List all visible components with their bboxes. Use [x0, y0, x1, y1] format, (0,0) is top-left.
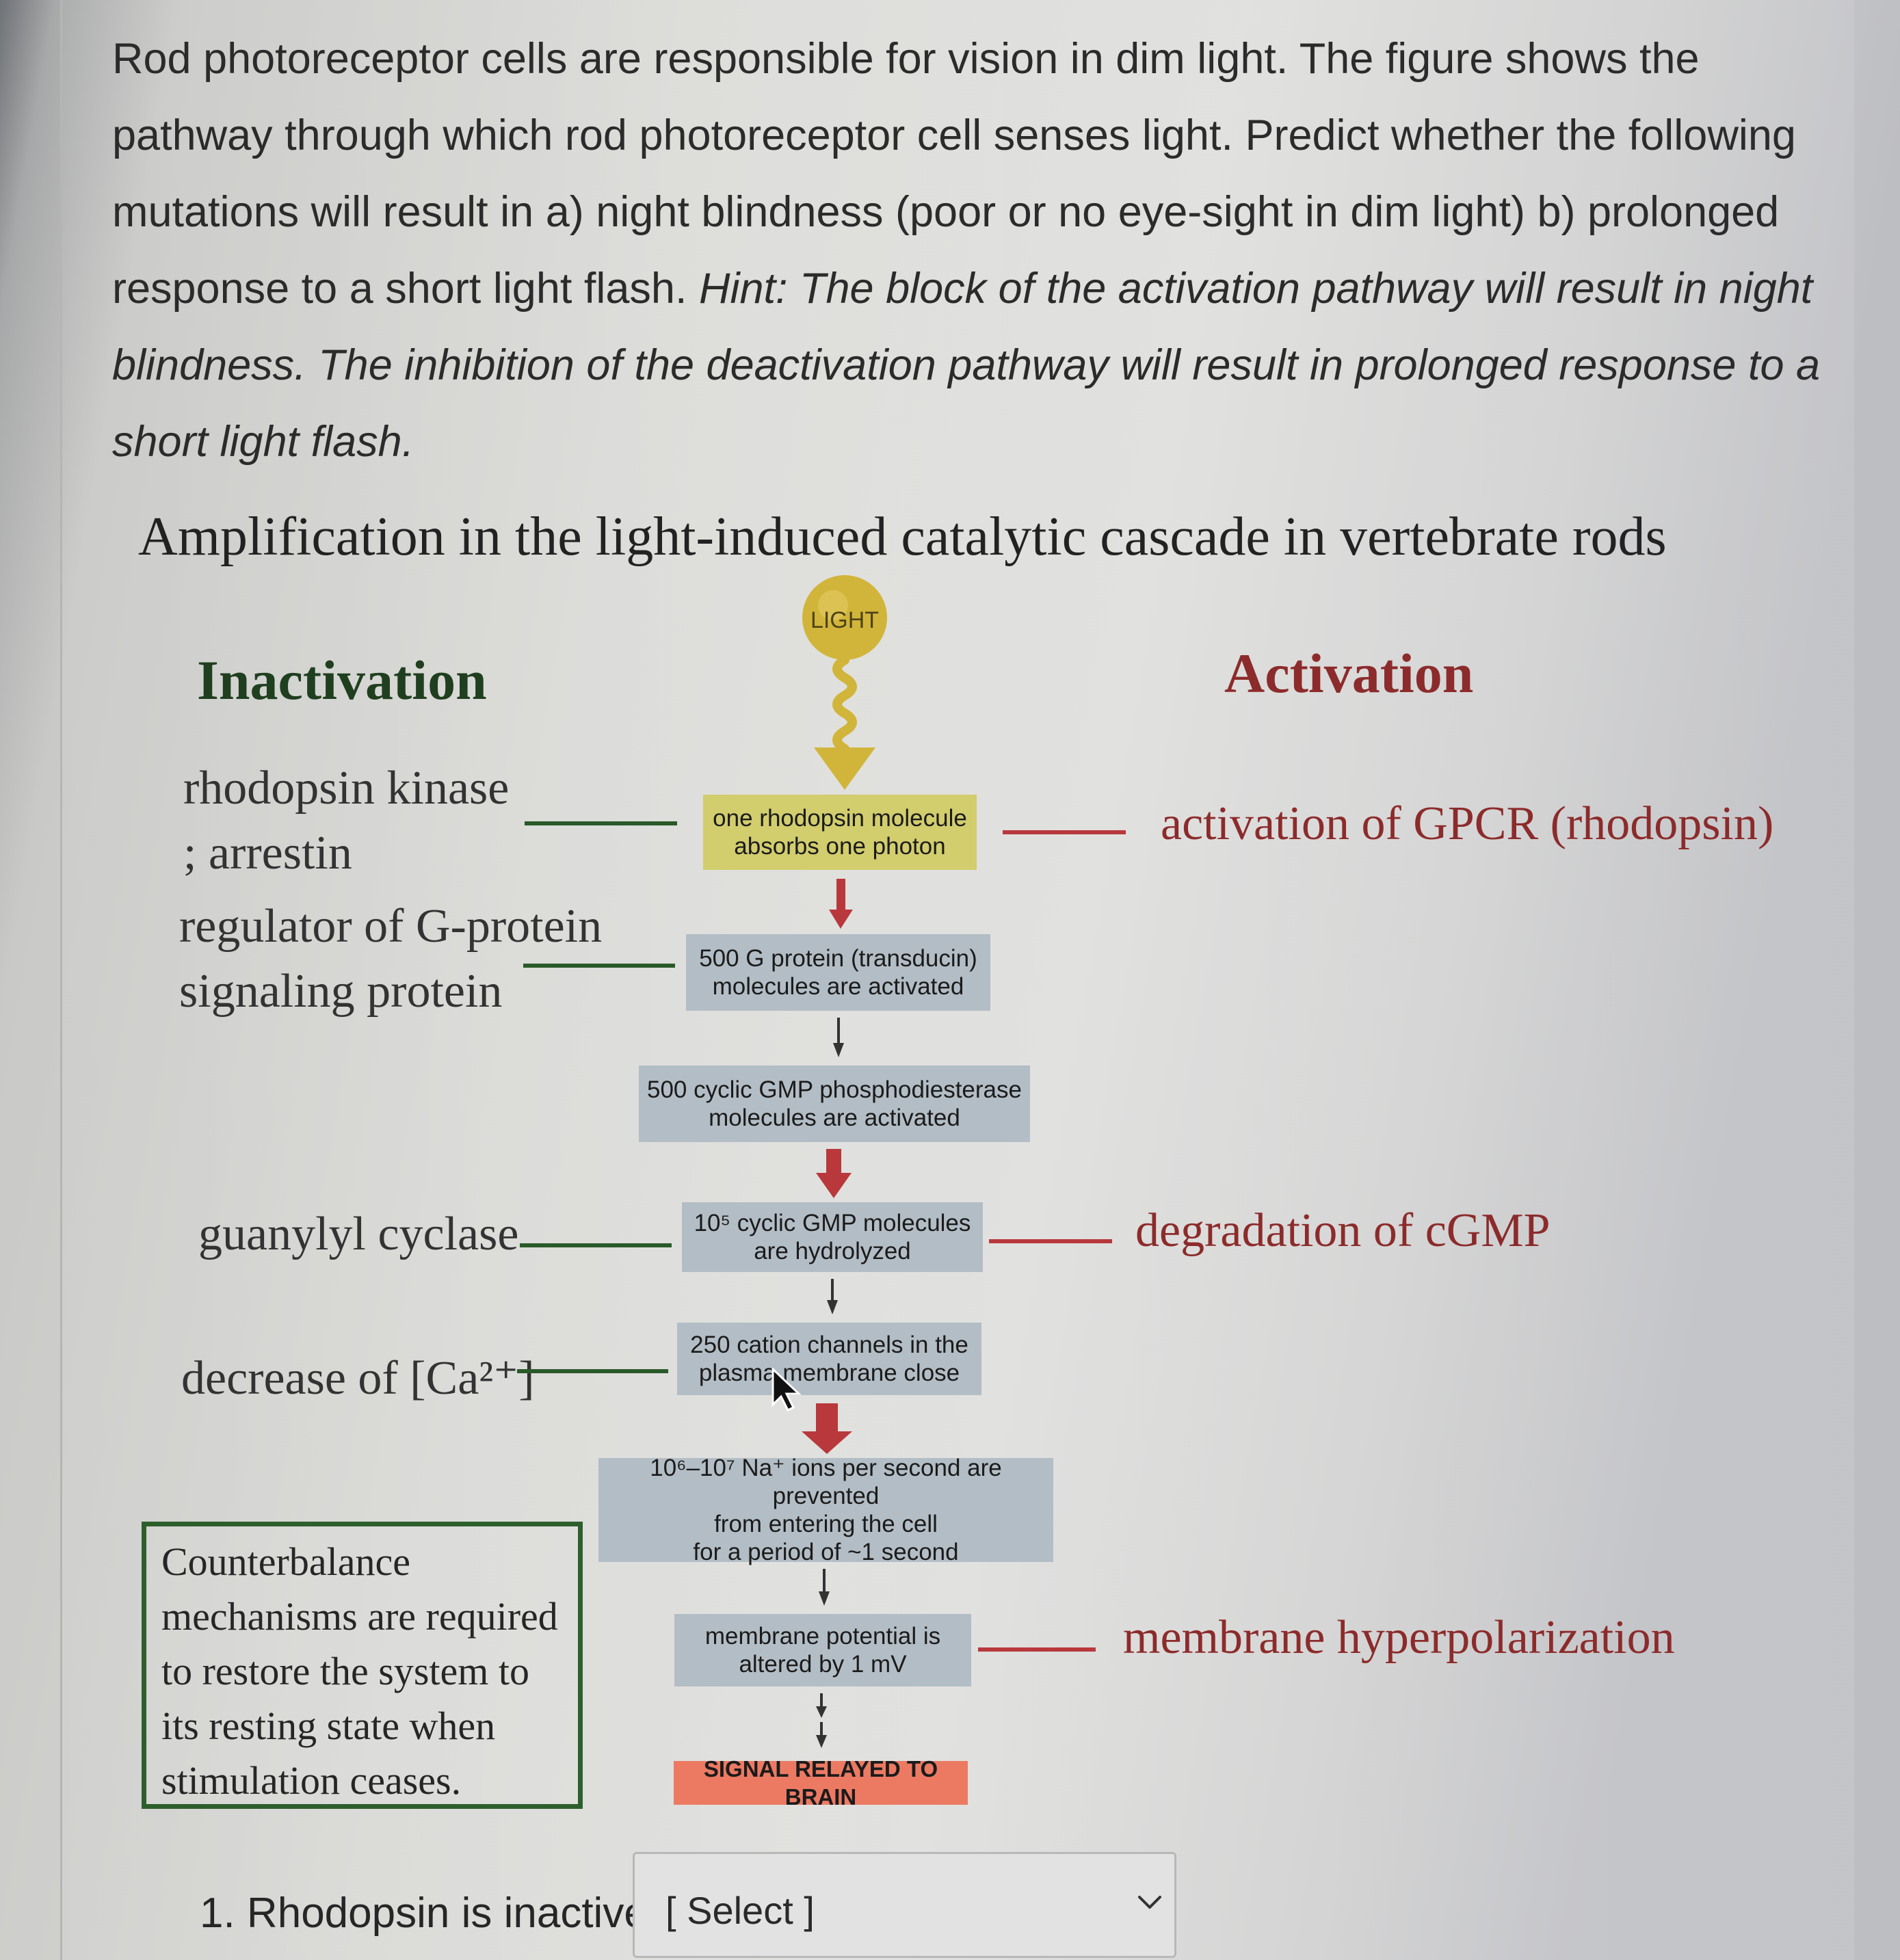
question-label: 1. Rhodopsin is inactive: [200, 1890, 648, 1937]
inactivation-label-rhodopsin-kinase-arrestin: rhodopsin kinase ; arrestin: [183, 762, 510, 879]
cascade-step-membrane-potential: membrane potential is altered by 1 mV: [674, 1614, 971, 1686]
figure-title: Amplification in the light-induced catal…: [138, 507, 1667, 567]
instructions-text: Rod photoreceptor cells are responsible …: [112, 35, 1796, 313]
light-photon-icon: LIGHT: [802, 575, 887, 790]
activation-heading: Activation: [1224, 642, 1474, 704]
question-instructions: Rod photoreceptor cells are responsible …: [112, 21, 1822, 480]
inactivation-label-calcium-decrease: decrease of [Ca²⁺]: [181, 1352, 535, 1405]
inactivation-connector-rhodopsin: [525, 821, 677, 825]
activation-label-hyperpolarization: membrane hyperpolarization: [1123, 1611, 1675, 1664]
light-label: LIGHT: [810, 607, 879, 633]
mouse-pointer-icon: [771, 1368, 802, 1412]
cascade-step-phosphodiesterase: 500 cyclic GMP phosphodiesterase molecul…: [639, 1065, 1030, 1142]
hint-text: Hint: The block of the activation pathwa…: [112, 265, 1821, 466]
inactivation-connector-g-protein: [523, 964, 675, 968]
inactivation-heading: Inactivation: [197, 649, 487, 711]
answer-select-value: [ Select ]: [665, 1889, 815, 1932]
cascade-step-rhodopsin: one rhodopsin molecule absorbs one photo…: [703, 795, 977, 870]
inactivation-label-guanylyl-cyclase: guanylyl cyclase: [198, 1208, 519, 1260]
cascade-step-cation-channels: 250 cation channels in the plasma membra…: [677, 1323, 981, 1395]
chevron-down-icon: [1138, 1896, 1161, 1909]
activation-connector-cgmp: [989, 1239, 1112, 1243]
cascade-step-cgmp: 10⁵ cyclic GMP molecules are hydrolyzed: [682, 1202, 983, 1272]
inactivation-connector-cgmp: [520, 1243, 672, 1247]
activation-label-gpcr: activation of GPCR (rhodopsin): [1161, 797, 1774, 850]
cascade-step-signal-to-brain: SIGNAL RELAYED TO BRAIN: [674, 1756, 968, 1810]
inactivation-label-rgs-protein: regulator of G-protein signaling protein: [179, 900, 603, 1018]
activation-connector-rhodopsin: [1003, 830, 1126, 834]
inactivation-connector-cation-channels: [517, 1369, 668, 1373]
activation-label-cgmp-degradation: degradation of cGMP: [1135, 1204, 1551, 1257]
cascade-step-g-protein: 500 G protein (transducin) molecules are…: [686, 934, 990, 1011]
counterbalance-note: Counterbalance mechanisms are required t…: [142, 1522, 583, 1809]
answer-select[interactable]: [ Select ]: [633, 1852, 1176, 1958]
cascade-step-na-ions: 10⁶–10⁷ Na⁺ ions per second are prevente…: [598, 1455, 1053, 1565]
activation-connector-membrane-potential: [978, 1647, 1096, 1652]
